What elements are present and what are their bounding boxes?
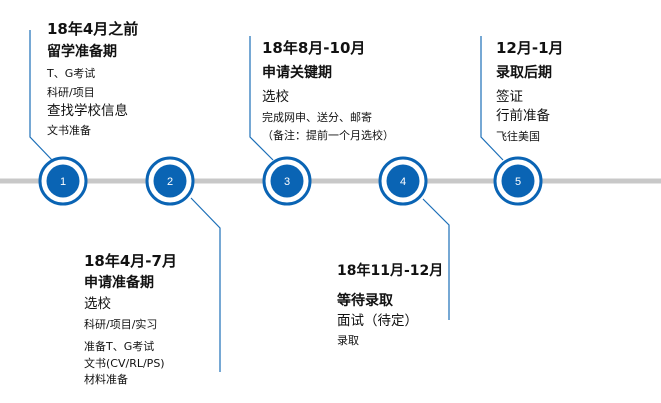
- leader-line-4: [422, 198, 450, 320]
- node-number-4: 4: [400, 176, 406, 188]
- stage-5-title: 录取后期: [496, 65, 552, 81]
- stage-1-item: 科研/项目: [47, 86, 95, 99]
- node-number-3: 3: [284, 176, 290, 188]
- leader-line-3: [249, 36, 274, 161]
- stage-1-title: 留学准备期: [47, 44, 117, 60]
- stage-2-item: 选校: [84, 296, 111, 312]
- stage-2-item: 文书(CV/RL/PS): [84, 357, 165, 370]
- timeline-node-5[interactable]: 5: [493, 156, 543, 206]
- node-number-5: 5: [515, 176, 521, 188]
- stage-5-item: 飞往美国: [496, 130, 540, 143]
- stage-4-date: 18年11月-12月: [337, 263, 444, 279]
- leader-line-5: [480, 36, 504, 161]
- stage-3-item: （备注：提前一个月选校）: [262, 129, 394, 142]
- stage-2-title: 申请准备期: [84, 275, 154, 291]
- stage-3-title: 申请关键期: [262, 65, 332, 81]
- stage-2-item: 准备T、G考试: [84, 340, 155, 353]
- stage-2-date: 18年4月-7月: [84, 252, 177, 270]
- stage-5-item: 行前准备: [496, 108, 550, 124]
- timeline-node-2[interactable]: 2: [145, 156, 195, 206]
- stage-1-item: 文书准备: [47, 124, 91, 137]
- timeline-node-3[interactable]: 3: [262, 156, 312, 206]
- leader-line-2: [190, 197, 221, 372]
- leader-line-1: [29, 30, 53, 161]
- stage-4-item: 录取: [337, 334, 359, 347]
- stage-3-item: 选校: [262, 89, 289, 105]
- stage-1-item: 查找学校信息: [47, 103, 128, 119]
- stage-4-item: 面试（待定）: [337, 313, 418, 329]
- node-number-2: 2: [167, 176, 173, 188]
- timeline-node-4[interactable]: 4: [378, 156, 428, 206]
- stage-4-title: 等待录取: [337, 293, 393, 309]
- stage-3-date: 18年8月-10月: [262, 39, 366, 57]
- stage-2-item: 材料准备: [84, 373, 128, 386]
- timeline-node-1[interactable]: 1: [38, 156, 88, 206]
- stage-3-item: 完成网申、送分、邮寄: [262, 111, 372, 124]
- stage-2-item: 科研/项目/实习: [84, 318, 158, 331]
- node-number-1: 1: [60, 176, 66, 188]
- stage-5-date: 12月-1月: [496, 39, 564, 57]
- stage-5-item: 签证: [496, 89, 523, 105]
- stage-1-item: T、G考试: [47, 67, 96, 80]
- stage-1-date: 18年4月之前: [47, 20, 139, 38]
